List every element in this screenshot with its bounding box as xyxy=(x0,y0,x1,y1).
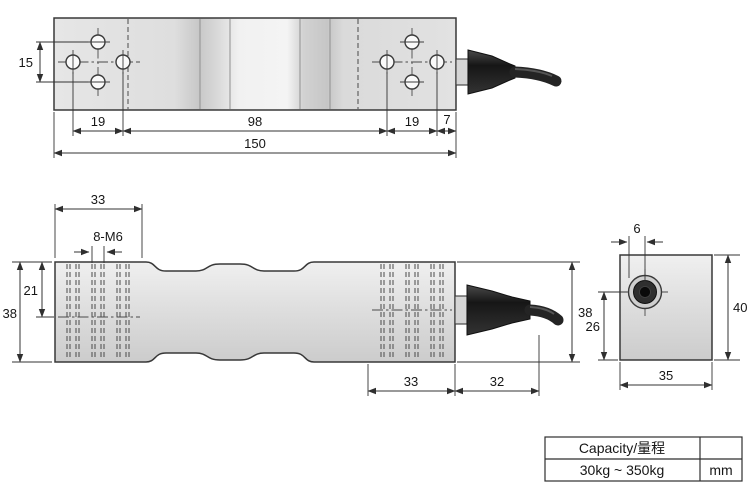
dim-label-end-height: 40 xyxy=(733,300,747,315)
unit-cell: mm xyxy=(709,462,732,478)
dim-label-connector-length: 32 xyxy=(490,374,504,389)
dim-label-gland-offset: 6 xyxy=(633,221,640,236)
connector-collar xyxy=(455,58,469,86)
dim-label-center-span: 98 xyxy=(248,114,262,129)
mounting-holes-right xyxy=(379,34,445,90)
connector-collar xyxy=(454,295,468,325)
cable-highlight xyxy=(529,306,555,315)
end-view: 6 26 40 35 xyxy=(586,221,747,390)
capacity-value-cell: 30kg ~ 350kg xyxy=(580,462,664,478)
connector-boot xyxy=(466,284,531,336)
dim-label-right-hole-span: 19 xyxy=(405,114,419,129)
mounting-holes-left xyxy=(65,34,131,90)
cable-connector-front xyxy=(454,284,564,336)
dimension-right-height: 38 xyxy=(457,261,592,363)
gland-bore xyxy=(639,286,651,298)
dimension-33-top: 33 xyxy=(54,192,143,258)
dimension-6: 6 xyxy=(611,221,663,284)
dim-label-overall-length: 150 xyxy=(244,136,266,151)
dim-label-left-block-width: 33 xyxy=(91,192,105,207)
dimension-chain-top-view: 19 98 19 7 150 xyxy=(53,72,457,158)
dimension-bottom-chain: 33 32 xyxy=(367,335,540,396)
load-cell-body-top xyxy=(53,17,457,111)
thread-spec-label: 8-M6 xyxy=(93,229,123,244)
dim-label-left-height: 38 xyxy=(3,306,17,321)
dimension-15: 15 xyxy=(19,41,88,83)
cable xyxy=(524,304,564,326)
dimension-26: 26 xyxy=(586,291,627,361)
hidden-thread-lines-right xyxy=(372,264,452,360)
cable xyxy=(509,66,562,87)
spec-table: Capacity/量程 30kg ~ 350kg mm xyxy=(544,436,743,482)
dim-label-hole-row-spacing: 15 xyxy=(19,55,33,70)
cable-connector-top xyxy=(455,49,562,95)
connector-boot xyxy=(467,49,516,95)
dim-label-left-hole-span: 19 xyxy=(91,114,105,129)
dimension-left-heights: 21 38 xyxy=(3,261,54,363)
dimension-35: 35 xyxy=(619,362,713,390)
thread-callout: 8-M6 xyxy=(74,229,123,263)
hidden-thread-lines-left xyxy=(58,264,140,360)
cable-gland xyxy=(622,269,668,316)
dim-label-right-block-width: 33 xyxy=(404,374,418,389)
dim-label-right-height: 38 xyxy=(578,305,592,320)
cable-highlight xyxy=(514,68,553,77)
dim-label-gland-center-height: 26 xyxy=(586,319,600,334)
dim-label-upper-height: 21 xyxy=(24,283,38,298)
top-view: 15 19 98 19 7 150 xyxy=(19,17,562,158)
load-cell-body-front xyxy=(54,261,456,363)
dimension-40: 40 xyxy=(714,254,747,361)
dim-label-end-width: 35 xyxy=(659,368,673,383)
dim-label-edge-offset: 7 xyxy=(443,112,450,127)
front-view: 33 8-M6 21 38 33 32 xyxy=(3,192,592,396)
capacity-header-cell: Capacity/量程 xyxy=(579,440,665,456)
load-cell-body-end xyxy=(619,254,713,361)
